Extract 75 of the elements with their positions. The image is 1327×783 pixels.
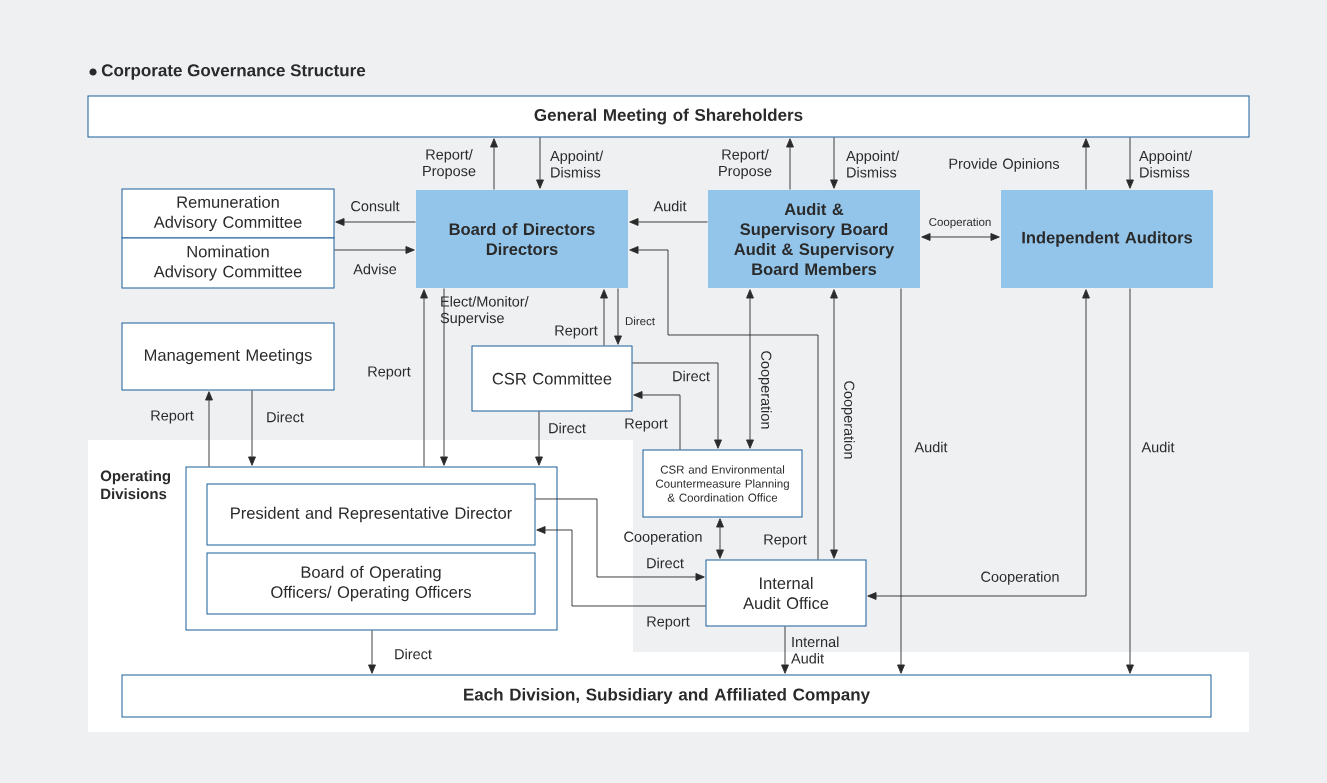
edge-label: Direct	[647, 557, 684, 569]
org-box: Board of Directors Directors	[416, 190, 628, 288]
arrow	[368, 630, 376, 674]
process-box: CSR Committee	[471, 345, 633, 412]
arrow	[867, 289, 1090, 600]
arrow	[440, 288, 448, 466]
arrow	[830, 289, 838, 559]
arrow	[420, 289, 428, 467]
arrow	[921, 233, 1000, 241]
edge-label: Report	[555, 325, 598, 339]
process-box: Nomination Advisory Committee	[121, 237, 335, 289]
arrow	[600, 289, 608, 346]
title: Corporate Governance Structure	[101, 64, 366, 80]
edge-label: Appoint/ Dismiss	[550, 150, 604, 178]
edge-label: Direct	[549, 422, 586, 434]
process-box: Board of Operating Officers/ Operating Officers	[206, 552, 536, 615]
arrow	[1082, 138, 1090, 190]
edge-label: Direct	[673, 370, 710, 382]
arrow	[897, 288, 905, 674]
arrow	[536, 526, 706, 607]
arrow	[629, 218, 708, 226]
arrow	[633, 391, 681, 450]
arrow	[629, 246, 819, 560]
arrow	[1126, 288, 1134, 674]
org-box: Independent Auditors	[1001, 190, 1213, 288]
edge-label: Appoint/ Dismiss	[846, 150, 900, 178]
process-box: Internal Audit Office	[705, 559, 867, 627]
edge-label: Audit	[1141, 441, 1175, 453]
edge-label: Direct	[395, 648, 432, 660]
edge-label: Report	[625, 418, 668, 432]
edge-label: Cooperation	[841, 381, 855, 459]
edge-label: Report	[151, 410, 194, 424]
arrow	[632, 362, 722, 449]
edge-label: Report/ Propose	[423, 149, 476, 179]
arrow	[535, 498, 705, 581]
edge-label: Cooperation	[929, 217, 991, 229]
edge-label: Audit	[914, 441, 948, 453]
edge-label: Cooperation	[981, 571, 1059, 585]
edge-label: Report	[647, 616, 690, 630]
arrow	[248, 390, 256, 466]
edge-label: Appoint/ Dismiss	[1139, 150, 1193, 178]
arrow	[716, 518, 724, 559]
banner-box: General Meeting of Shareholders	[87, 95, 1250, 138]
arrow	[490, 138, 498, 190]
arrow	[1126, 137, 1134, 189]
arrow	[334, 246, 415, 254]
edge-label: Report/ Propose	[719, 149, 772, 179]
process-box: Management Meetings	[121, 322, 335, 391]
edge-label: Elect/Monitor/ Supervise	[440, 296, 529, 326]
edge-label: Direct	[267, 411, 304, 423]
edge-label: Audit	[653, 200, 687, 212]
edge-label: Internal Audit	[791, 636, 839, 664]
arrow	[535, 411, 543, 466]
edge-label: Provide Opinions	[949, 158, 1060, 172]
process-box: Remuneration Advisory Committee	[121, 188, 335, 239]
arrow	[830, 137, 838, 189]
arrow	[205, 391, 213, 467]
edge-label: Report	[764, 534, 807, 548]
edge-label: Cooperation	[758, 351, 772, 429]
arrow	[781, 626, 789, 674]
arrow	[536, 137, 544, 189]
arrow	[786, 138, 794, 190]
org-box: Audit & Supervisory Board Audit & Supervisory Board Members	[708, 190, 920, 288]
edge-label: Advise	[353, 263, 397, 275]
group-heading: Operating Divisions	[100, 470, 171, 500]
edge-label: Consult	[351, 200, 400, 212]
process-box: President and Representative Director	[206, 483, 536, 546]
edge-label: Direct	[625, 316, 655, 326]
process-box: CSR and Environmental Countermeasure Planning & Coordination Office	[642, 449, 803, 518]
banner-box: Each Division, Subsidiary and Affiliated Company	[121, 674, 1212, 718]
edge-label: Report	[368, 366, 411, 380]
edge-label: Cooperation	[624, 531, 702, 545]
arrow	[746, 289, 754, 449]
arrow	[335, 218, 416, 226]
arrow	[614, 288, 622, 345]
